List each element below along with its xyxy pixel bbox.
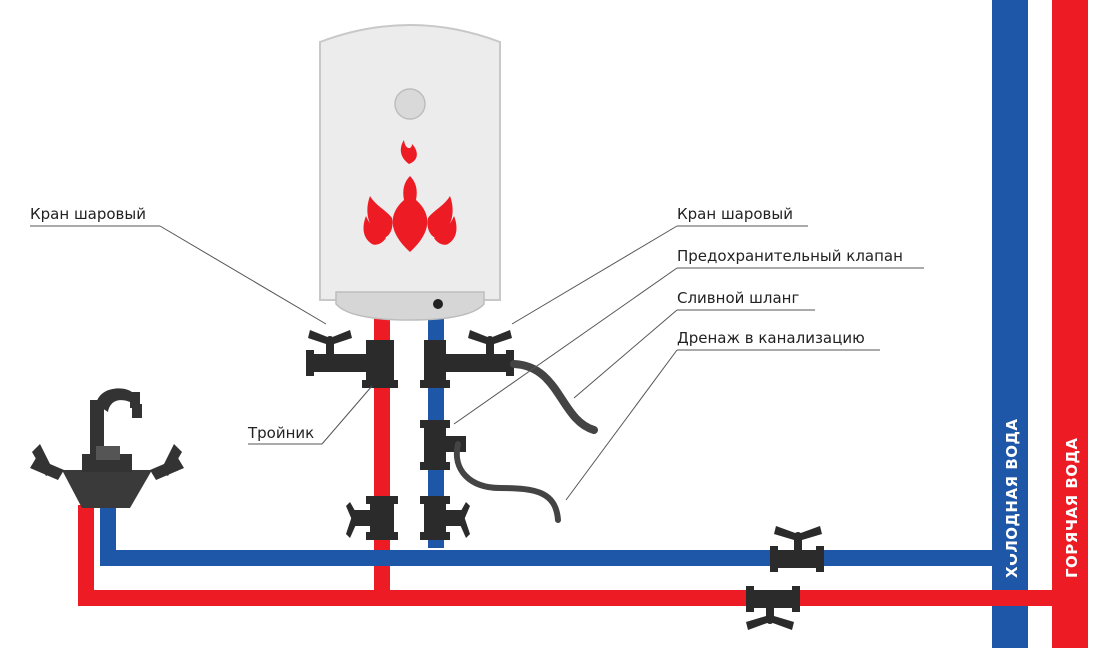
cold-main-ball-valve xyxy=(770,526,824,572)
drain-hose-leader xyxy=(573,309,678,399)
drain-hose-lower xyxy=(453,441,561,523)
ball-valve-right-leader xyxy=(511,225,678,325)
ball-valve-left-label: Кран шаровый xyxy=(30,205,146,223)
tee-leader xyxy=(321,385,373,445)
mixer-faucet xyxy=(30,388,184,508)
sewer-drain-leader xyxy=(565,349,678,501)
tee-right xyxy=(420,340,450,388)
tee-label: Тройник xyxy=(247,424,314,442)
hot-riser-lower-valve xyxy=(346,496,398,540)
ball-valve-left xyxy=(306,330,366,376)
cold-water-main-pipe xyxy=(100,505,1010,566)
cold-water-riser xyxy=(992,0,1028,648)
drain-hose-upper xyxy=(510,360,598,434)
cold-water-riser-label: ХОЛОДНАЯ ВОДА xyxy=(1003,419,1021,578)
water-heater-tank xyxy=(319,24,501,321)
cold-riser-lower-valve xyxy=(420,496,470,540)
tee-left xyxy=(362,340,398,388)
sewer-drain-label: Дренаж в канализацию xyxy=(677,329,865,347)
hot-water-main-pipe xyxy=(78,505,1070,606)
flame-icon xyxy=(363,140,457,252)
safety-valve-label: Предохранительный клапан xyxy=(677,247,903,265)
ball-valve-right xyxy=(444,330,514,376)
ball-valve-left-leader xyxy=(159,225,327,325)
drain-hose-label: Сливной шланг xyxy=(677,289,799,307)
thermometer-dial-icon xyxy=(394,88,426,120)
hot-main-ball-valve xyxy=(746,586,800,630)
ball-valve-right-label: Кран шаровый xyxy=(677,205,793,223)
hot-water-riser-label: ГОРЯЧАЯ ВОДА xyxy=(1063,437,1081,578)
hot-water-riser xyxy=(1052,0,1088,648)
safety-valve-leader xyxy=(453,267,678,425)
